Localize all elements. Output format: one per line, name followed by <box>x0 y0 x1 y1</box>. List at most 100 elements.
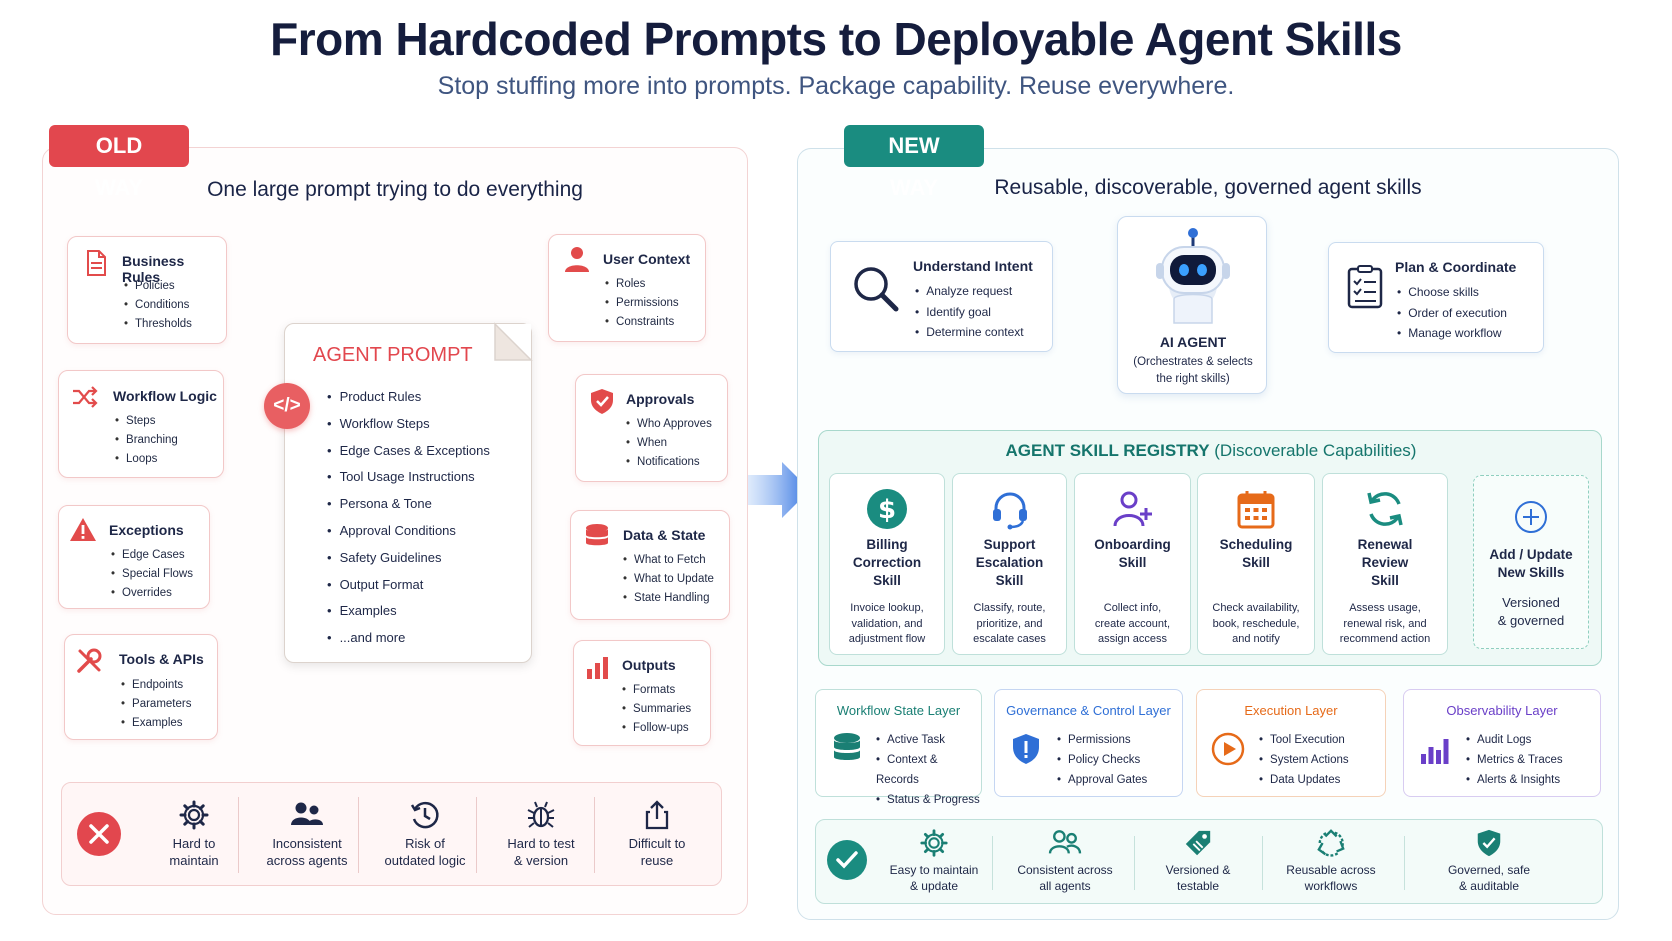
ai-agent-sub-line: the right skills) <box>1156 373 1230 385</box>
code-icon: </> <box>264 383 310 429</box>
skill-desc-line: escalate cases <box>973 633 1046 645</box>
skill-name-line: New Skills <box>1497 565 1565 580</box>
headset-icon <box>992 492 1027 530</box>
list-item: What to Fetch <box>623 551 714 570</box>
skill-name-line: Review <box>1361 555 1409 570</box>
observability-layer: Observability Layer Audit Logs Metrics &… <box>1403 689 1601 797</box>
skill-name-line: Escalation <box>975 555 1044 570</box>
benefit-line: & update <box>909 879 959 893</box>
plan-coordinate-title: Plan & Coordinate <box>1395 259 1517 275</box>
list-item: Approval Gates <box>1057 770 1147 790</box>
list-item: Formats <box>622 681 691 700</box>
problem-line: Inconsistent <box>272 836 342 851</box>
share-icon <box>645 800 669 830</box>
list-item: Summaries <box>622 700 691 719</box>
divider <box>1404 836 1405 890</box>
list-item: Audit Logs <box>1466 730 1563 750</box>
list-item: State Handling <box>623 589 714 608</box>
list-item: Active Task <box>876 730 981 750</box>
skill-desc-line: & governed <box>1497 613 1565 628</box>
page-title: From Hardcoded Prompts to Deployable Age… <box>270 13 1402 65</box>
problems-strip: Hard to maintain Inconsistent across age… <box>61 782 722 886</box>
skill-name-line: Add / Update <box>1489 547 1573 562</box>
benefit-reusable: Reusable across workflows <box>1268 828 1394 894</box>
workflow-state-layer: Workflow State Layer Active Task Context… <box>815 689 982 806</box>
list-item: Determine context <box>915 322 1023 343</box>
skill-registry-title: AGENT SKILL REGISTRY (Discoverable Capab… <box>819 441 1603 461</box>
problem-line: & version <box>513 853 569 868</box>
divider <box>1262 836 1263 890</box>
checklist-icon <box>1347 265 1383 309</box>
skill-desc-line: Invoice lookup, <box>850 602 924 614</box>
benefit-line: Governed, safe <box>1447 863 1531 877</box>
list-item: Status & Progress <box>876 790 981 810</box>
recycle-icon <box>1317 829 1345 857</box>
workflow-logic-box: Workflow Logic Steps Branching Loops <box>58 370 224 478</box>
skill-name-line: Skill <box>873 573 901 588</box>
list-item: Safety Guidelines <box>327 545 490 572</box>
benefit-governed: Governed, safe & auditable <box>1414 828 1564 894</box>
error-x-icon <box>77 812 121 856</box>
list-item: Overrides <box>111 584 193 603</box>
benefits-strip: Easy to maintain & update Consistent acr… <box>815 819 1603 904</box>
tools-icon <box>77 648 102 673</box>
list-item: Approval Conditions <box>327 518 490 545</box>
skill-name-line: Skill <box>1242 555 1270 570</box>
business-rules-box: Business Rules Policies Conditions Thres… <box>67 236 227 344</box>
tag-icon <box>1185 830 1211 856</box>
agent-prompt-title: AGENT PROMPT <box>313 344 473 366</box>
benefit-easy-to-maintain: Easy to maintain & update <box>872 828 996 894</box>
benefit-line: testable <box>1176 879 1220 893</box>
check-circle-icon <box>827 840 867 880</box>
tools-apis-box: Tools & APIs Endpoints Parameters Exampl… <box>64 634 218 740</box>
database-icon <box>586 524 608 546</box>
problem-hard-to-maintain: Hard to maintain <box>144 799 244 869</box>
skill-desc-line: prioritize, and <box>976 617 1043 630</box>
list-item: Who Approves <box>626 415 712 434</box>
skill-desc-line: adjustment flow <box>848 633 926 645</box>
user-icon <box>565 247 589 272</box>
benefit-consistent: Consistent across all agents <box>1000 828 1130 894</box>
users-icon <box>1048 830 1082 854</box>
bar-chart-icon <box>1421 739 1449 764</box>
agent-prompt-card: AGENT PROMPT Product Rules Workflow Step… <box>284 322 533 663</box>
problem-line: Hard to <box>172 836 216 851</box>
user-context-box: User Context Roles Permissions Constrain… <box>548 234 706 342</box>
approvals-box: Approvals Who Approves When Notification… <box>575 374 728 482</box>
ai-agent-title: AI AGENT <box>1159 334 1227 350</box>
skill-desc-line: Classify, route, <box>973 602 1046 614</box>
skill-registry: AGENT SKILL REGISTRY (Discoverable Capab… <box>818 430 1602 666</box>
list-item: Permissions <box>605 294 679 313</box>
exceptions-box: Exceptions Edge Cases Special Flows Over… <box>58 505 210 609</box>
benefit-line: Versioned & <box>1165 863 1231 877</box>
skill-name-line: Onboarding <box>1094 537 1171 552</box>
list-item: Branching <box>115 431 178 450</box>
skill-name-line: Skill <box>1371 573 1399 588</box>
execution-layer: Execution Layer Tool Execution System Ac… <box>1196 689 1386 797</box>
problem-line: reuse <box>640 853 674 868</box>
benefit-line: Easy to maintain <box>889 863 979 877</box>
database-icon <box>834 733 860 760</box>
new-way-tag: NEW WAY <box>844 125 984 200</box>
problem-hard-to-test: Hard to test & version <box>486 799 596 869</box>
problem-line: Hard to test <box>507 836 575 851</box>
skill-name-line: Skill <box>1118 555 1147 570</box>
benefit-line: all agents <box>1039 879 1091 893</box>
clock-history-icon <box>410 801 439 829</box>
list-item: Constraints <box>605 313 679 332</box>
list-item: Conditions <box>124 296 192 315</box>
old-way-heading: One large prompt trying to do everything <box>207 178 583 201</box>
layer-title: Execution Layer <box>1244 703 1338 718</box>
skill-name-line: Support <box>983 537 1036 552</box>
skill-name-line: Renewal <box>1357 537 1413 552</box>
list-item: Policies <box>124 277 192 296</box>
